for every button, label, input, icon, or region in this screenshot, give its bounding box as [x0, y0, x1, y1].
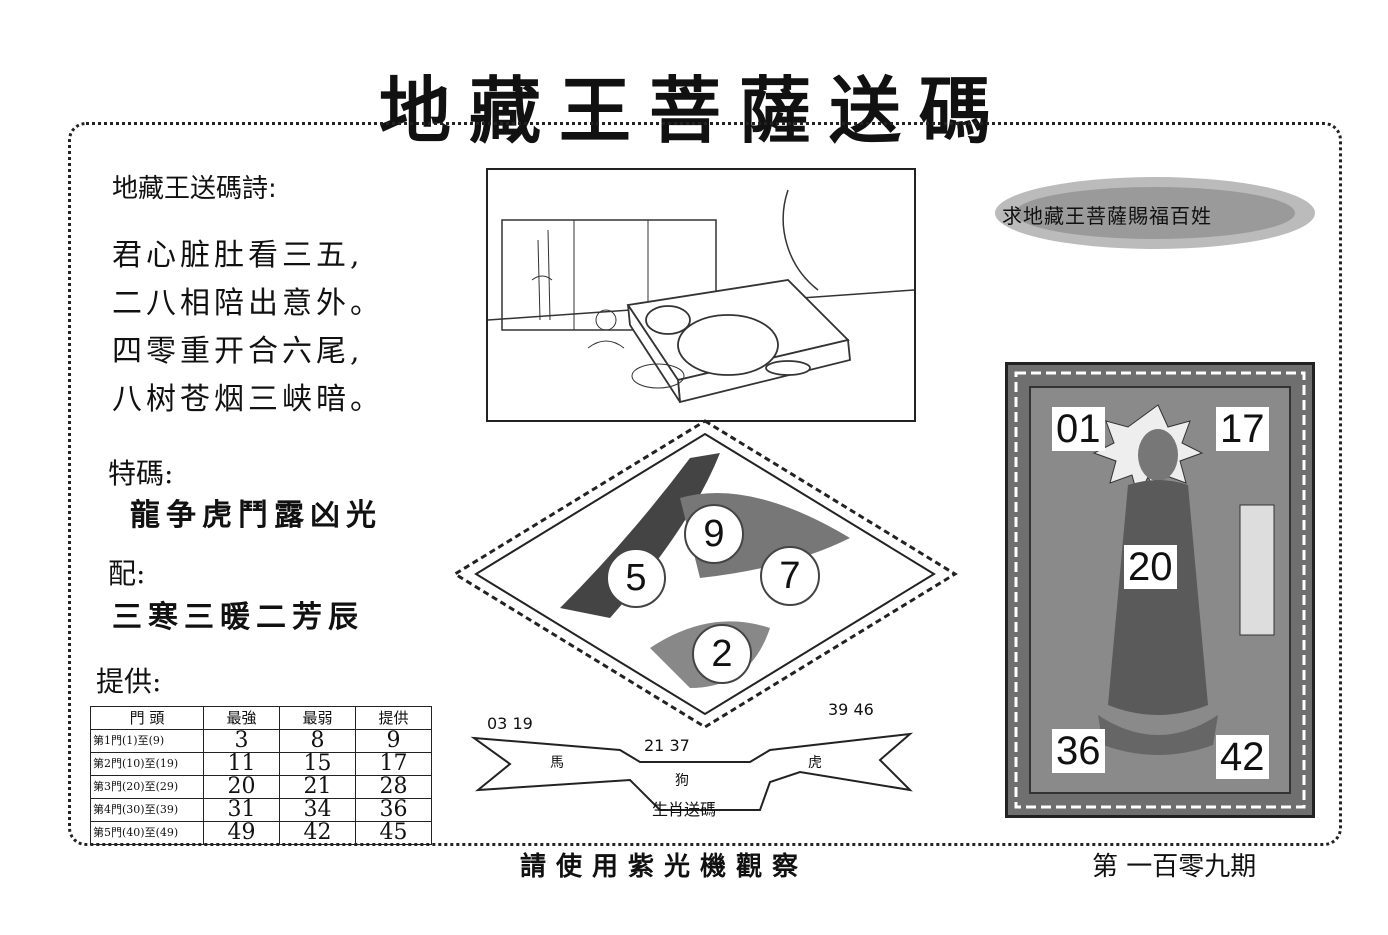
card-number-bottom-right: 42 [1216, 735, 1269, 779]
table-header: 門 頭 [90, 706, 204, 730]
strong-cell: 49 [203, 821, 280, 845]
badge-text: 求地藏王菩薩賜福百姓 [1002, 204, 1212, 228]
provide-cell: 28 [355, 775, 432, 799]
table-header: 最弱 [279, 706, 356, 730]
poem-lines: 君心脏肚看三五, 二八相陪出意外。 四零重开合六尾, 八树苍烟三峡暗。 [112, 232, 384, 424]
provide-cell: 45 [355, 821, 432, 845]
weak-cell: 15 [279, 752, 356, 776]
zodiac-center-numbers: 21 37 [644, 736, 690, 755]
footer-instruction: 請使用紫光機觀察 [520, 852, 809, 882]
provide-cell: 9 [355, 729, 432, 753]
card-number-bottom-left: 36 [1052, 729, 1105, 773]
door-cell: 第2門(10)至(19) [90, 752, 204, 776]
strong-cell: 31 [203, 798, 280, 822]
blessing-badge: 求地藏王菩薩賜福百姓 [990, 168, 1320, 258]
lucky-number-ball: 7 [760, 546, 820, 606]
dotted-frame [68, 122, 1342, 846]
issue-number: 第 一百零九期 [1092, 852, 1257, 882]
badge-ellipse [995, 177, 1315, 249]
table-row: 第2門(10)至(19) 11 15 17 [90, 752, 432, 776]
zodiac-banner [470, 732, 914, 811]
bodhisattva-card: 01 17 20 36 42 [1005, 362, 1315, 818]
zodiac-right-animal: 虎 [808, 755, 822, 771]
provide-cell: 17 [355, 752, 432, 776]
weak-cell: 42 [279, 821, 356, 845]
zodiac-left-animal: 馬 [550, 755, 564, 771]
table-header: 提供 [355, 706, 432, 730]
door-cell: 第5門(40)至(49) [90, 821, 204, 845]
pei-value: 三寒三暖二芳辰 [112, 600, 364, 635]
lucky-number-ball: 2 [692, 624, 752, 684]
card-number-top-right: 17 [1216, 407, 1269, 451]
weak-cell: 8 [279, 729, 356, 753]
card-number-top-left: 01 [1052, 407, 1105, 451]
strong-cell: 3 [203, 729, 280, 753]
bodhisattva-drawing [1014, 371, 1306, 809]
strong-cell: 11 [203, 752, 280, 776]
door-cell: 第1門(1)至(9) [90, 729, 204, 753]
table-row: 第5門(40)至(49) 49 42 45 [90, 821, 432, 845]
zodiac-center-animal: 狗 [675, 773, 689, 789]
zodiac-left-numbers: 03 19 [487, 714, 533, 733]
poem-line: 二八相陪出意外。 [112, 286, 384, 321]
table-header: 最強 [203, 706, 280, 730]
lucky-number-ball: 5 [606, 548, 666, 608]
table-row: 第3門(20)至(29) 20 21 28 [90, 775, 432, 799]
table-row: 第1門(1)至(9) 3 8 9 [90, 729, 432, 753]
lucky-number-ball: 9 [684, 504, 744, 564]
weak-cell: 34 [279, 798, 356, 822]
poem-heading: 地藏王送碼詩: [112, 174, 277, 204]
table-row: 第4門(30)至(39) 31 34 36 [90, 798, 432, 822]
number-table: 門 頭 最強 最弱 提供 第1門(1)至(9) 3 8 9 第2門(10)至(1… [90, 706, 432, 845]
bedroom-drawing [487, 189, 915, 404]
tema-label: 特碼: [108, 457, 174, 490]
poem-line: 君心脏肚看三五, [112, 238, 364, 273]
bedroom-illustration [486, 168, 916, 422]
door-cell: 第3門(20)至(29) [90, 775, 204, 799]
zodiac-right-numbers: 39 46 [828, 700, 874, 719]
weak-cell: 21 [279, 775, 356, 799]
diamond-panel [452, 419, 958, 729]
tigong-label: 提供: [96, 665, 162, 698]
provide-cell: 36 [355, 798, 432, 822]
pei-label: 配: [108, 557, 146, 590]
strong-cell: 20 [203, 775, 280, 799]
tema-value: 龍争虎鬥露凶光 [130, 498, 382, 533]
poem-line: 四零重开合六尾, [112, 334, 364, 369]
table-header-row: 門 頭 最強 最弱 提供 [90, 706, 432, 730]
card-number-center: 20 [1124, 545, 1177, 589]
page-title: 地藏王菩薩送碼 [378, 68, 1009, 153]
zodiac-caption: 生肖送碼 [652, 800, 717, 819]
poem-line: 八树苍烟三峡暗。 [112, 382, 384, 417]
door-cell: 第4門(30)至(39) [90, 798, 204, 822]
